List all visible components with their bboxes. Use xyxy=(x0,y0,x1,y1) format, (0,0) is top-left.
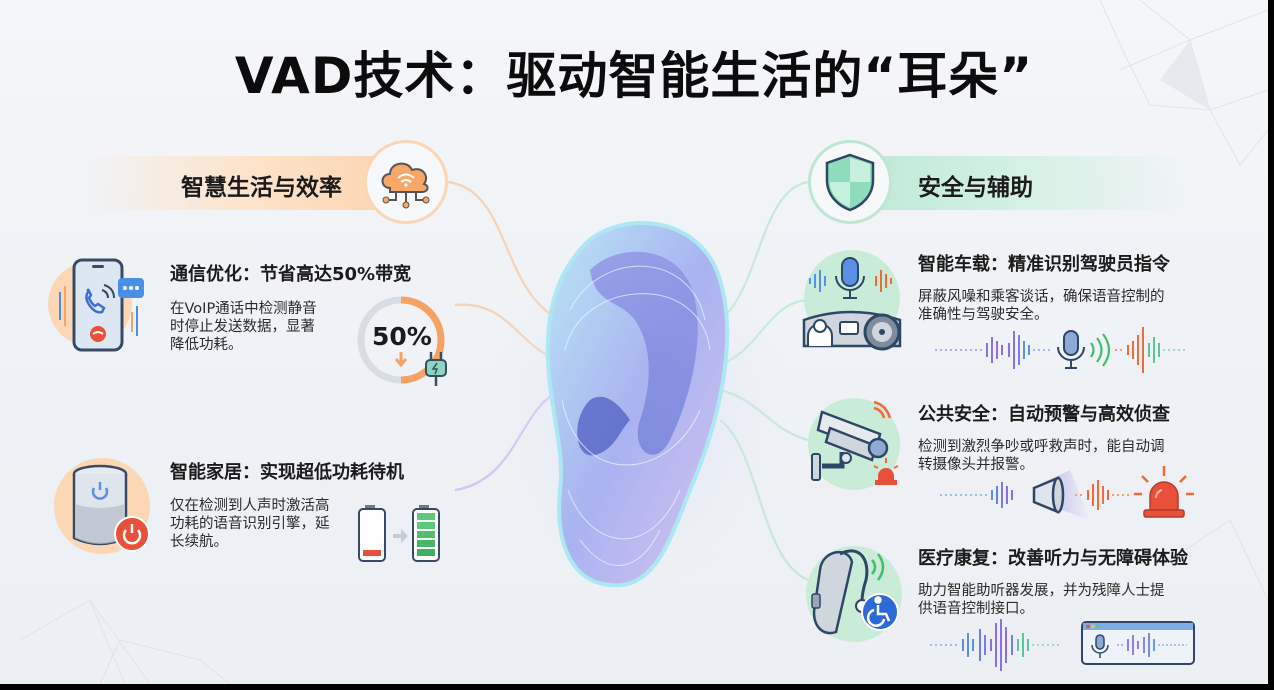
item-desc-medical: 助力智能助听器发展，并为残障人士提 供语音控制接口。 xyxy=(918,583,1165,617)
accessible-voice-interface xyxy=(930,619,1195,671)
battery-transition xyxy=(356,502,446,566)
car-dashboard-mic-icon xyxy=(802,250,902,351)
item-desc-communication: 在VoIP通话中检测静音 时停止发送数据，显著 降低功耗。 xyxy=(170,301,317,353)
battery-full-icon xyxy=(412,505,440,562)
page-title: VAD技术：驱动智能生活的“耳朵” xyxy=(234,47,1034,105)
item-desc-smart-home: 仅在检测到人声时激活高 功耗的语音识别引擎，延 长续航。 xyxy=(170,498,330,550)
hearing-aid-icon xyxy=(806,546,902,642)
alarm-siren-icon xyxy=(1134,466,1194,518)
voice-app-window-icon xyxy=(1081,621,1195,665)
item-desc-in-car: 屏蔽风噪和乘客谈话，确保语音控制的 准确性与驾驶安全。 xyxy=(918,289,1165,323)
item-title-public-safety: 公共安全：自动预警与高效侦查 xyxy=(918,404,1170,425)
section-title: 安全与辅助 xyxy=(918,175,1033,201)
item-desc-public-safety: 检测到激烈争吵或呼救声时，能自动调 转摄像头并报警。 xyxy=(918,439,1165,473)
bandwidth-value: 50% xyxy=(372,322,432,351)
security-camera-icon xyxy=(808,398,900,490)
item-title-smart-home: 智能家居：实现超低功耗待机 xyxy=(170,462,404,483)
section-title: 智慧生活与效率 xyxy=(181,175,342,201)
wheelchair-icon xyxy=(866,596,891,627)
smartphone-call-icon xyxy=(48,258,144,352)
item-title-communication: 通信优化：节省高达50%带宽 xyxy=(170,264,412,285)
item-title-medical: 医疗康复：改善听力与无障碍体验 xyxy=(918,548,1188,569)
alarm-waveform xyxy=(940,466,1194,520)
shield-icon xyxy=(808,140,892,224)
section-header-smart-life: 智慧生活与效率 xyxy=(80,156,410,210)
battery-low-icon xyxy=(358,505,386,562)
microphone-icon xyxy=(1057,330,1085,369)
smart-speaker-icon xyxy=(54,458,150,554)
bandwidth-gauge: 50% xyxy=(356,292,456,390)
section-header-safety: 安全与辅助 xyxy=(860,156,1190,210)
ear-icon xyxy=(470,190,810,620)
plug-icon xyxy=(425,352,447,386)
item-title-in-car: 智能车载：精准识别驾驶员指令 xyxy=(918,254,1170,275)
cloud-network-icon xyxy=(364,140,448,224)
voice-waveform-mic xyxy=(935,327,1187,373)
megaphone-icon xyxy=(1032,476,1065,514)
